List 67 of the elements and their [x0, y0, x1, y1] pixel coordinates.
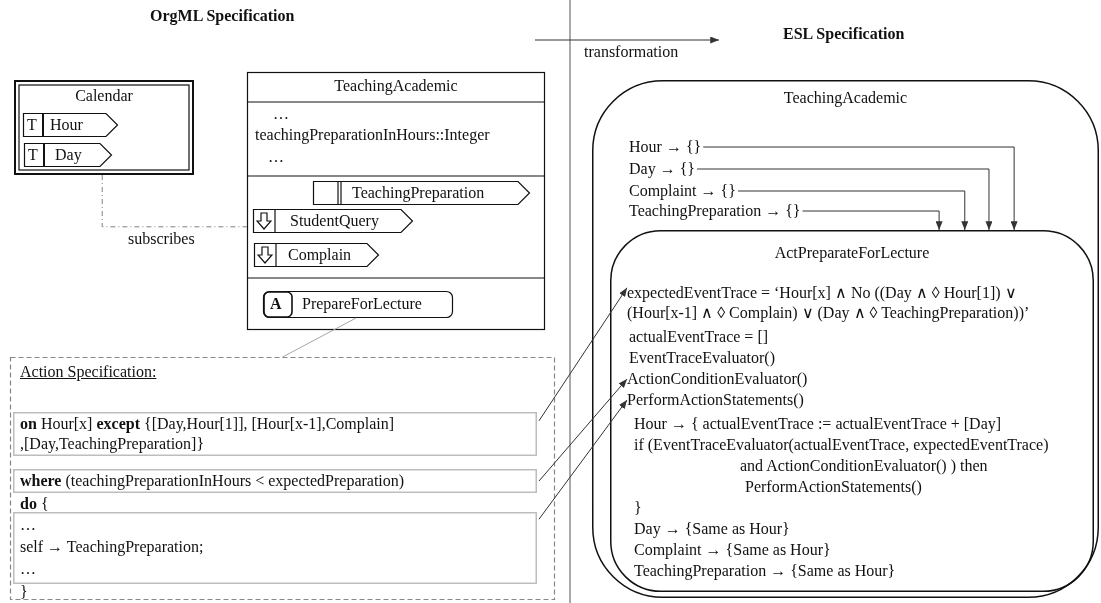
code-line: PerformActionStatements() — [745, 477, 922, 497]
code-line: } — [634, 498, 642, 518]
state-box — [610, 230, 1094, 592]
event-name: StudentQuery — [290, 211, 379, 231]
event-name: TeachingPreparation — [352, 183, 485, 203]
state-title: ActPreparateForLecture — [773, 243, 931, 263]
edge-label: subscribes — [128, 229, 195, 249]
event-tag — [313, 181, 530, 205]
box-title: TeachingAcademic — [333, 76, 459, 96]
code-line: TeachingPreparation → {Same as Hour} — [634, 561, 896, 581]
class-box — [247, 72, 545, 330]
action-tag — [263, 291, 453, 318]
arrow — [538, 399, 628, 520]
code-line: Complaint → {Same as Hour} — [634, 540, 831, 560]
arrow — [702, 146, 1018, 231]
arrow — [802, 210, 943, 231]
ellipsis: … — [273, 104, 289, 124]
leader-line — [282, 317, 357, 358]
code-line: … — [20, 559, 36, 579]
event-name: Complain — [288, 245, 352, 265]
action-name: PrepareForLecture — [302, 294, 422, 314]
code-line: where (teachingPreparationInHours < expectedPreparation) — [20, 471, 405, 491]
type-label: T — [27, 115, 37, 135]
event-tag — [24, 143, 112, 167]
state-title: TeachingAcademic — [782, 88, 909, 108]
event-source-box — [14, 80, 194, 175]
code-line: and ActionConditionEvaluator() ) then — [740, 456, 988, 476]
annotation-heading: Action Specification: — [20, 362, 157, 382]
code-line: Day → {Same as Hour} — [634, 519, 790, 539]
event-tag — [253, 209, 413, 233]
code-box — [13, 469, 537, 493]
code-box — [13, 512, 537, 584]
ellipsis: … — [268, 147, 284, 167]
code-line: on Hour[x] except {[Day,Hour[1]], [Hour[x-1],Complain] ,[Day,TeachingPreparation]} — [20, 414, 396, 454]
type-label: T — [28, 145, 38, 165]
arrow — [538, 287, 628, 422]
event-tag — [23, 113, 118, 137]
panel-title: OrgML Specification — [150, 6, 295, 26]
attribute-text: teachingPreparationInHours::Integer — [255, 125, 490, 145]
code-line: ActionConditionEvaluator() — [627, 369, 808, 389]
panel-title: ESL Specification — [783, 24, 905, 44]
code-line: Hour → {} — [629, 137, 702, 157]
connector-line — [101, 174, 248, 228]
code-line: } — [20, 582, 28, 602]
arrow — [737, 190, 969, 231]
type-label: A — [270, 294, 282, 314]
code-line: TeachingPreparation → {} — [629, 201, 801, 221]
code-box — [13, 412, 537, 456]
code-line: actualEventTrace = [] — [629, 327, 769, 347]
code-line: EventTraceEvaluator() — [629, 348, 775, 368]
event-name: Day — [55, 145, 82, 165]
event-tag — [254, 243, 379, 267]
annotation-box — [10, 357, 555, 600]
code-line: do { — [20, 494, 49, 514]
arrow-label: transformation — [584, 42, 679, 62]
arrow — [696, 168, 993, 231]
box-title: Calendar — [74, 86, 134, 106]
event-name: Hour — [50, 115, 83, 135]
code-line: Complaint → {} — [629, 181, 736, 201]
code-line: Day → {} — [629, 159, 695, 179]
arrow — [538, 378, 628, 482]
code-line: Hour → { actualEventTrace := actualEventTrace + [Day] — [634, 414, 1002, 434]
state-box — [592, 80, 1099, 598]
code-line: PerformActionStatements() — [627, 390, 804, 410]
code-line: … — [20, 515, 36, 535]
code-line: if (EventTraceEvaluator(actualEventTrace, expectedEventTrace) — [634, 435, 1049, 455]
code-line: self → TeachingPreparation; — [20, 537, 204, 557]
